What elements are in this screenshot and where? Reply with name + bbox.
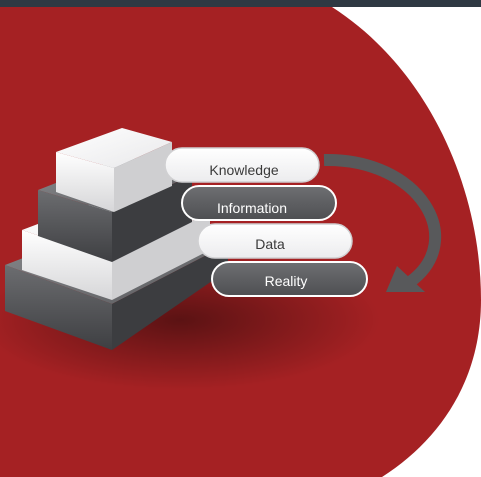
label-information: Information: [216, 200, 288, 216]
label-reality: Reality: [264, 273, 308, 289]
pill-reality: [211, 261, 368, 297]
top-bar: [0, 0, 481, 7]
pill-knowledge: [164, 147, 320, 183]
pill-information: [181, 185, 337, 221]
label-knowledge: Knowledge: [209, 162, 279, 178]
label-data: Data: [255, 236, 285, 252]
pill-data: [197, 223, 353, 259]
tier-knowledge: [56, 128, 320, 212]
cycle-arrow-icon: [323, 153, 442, 292]
